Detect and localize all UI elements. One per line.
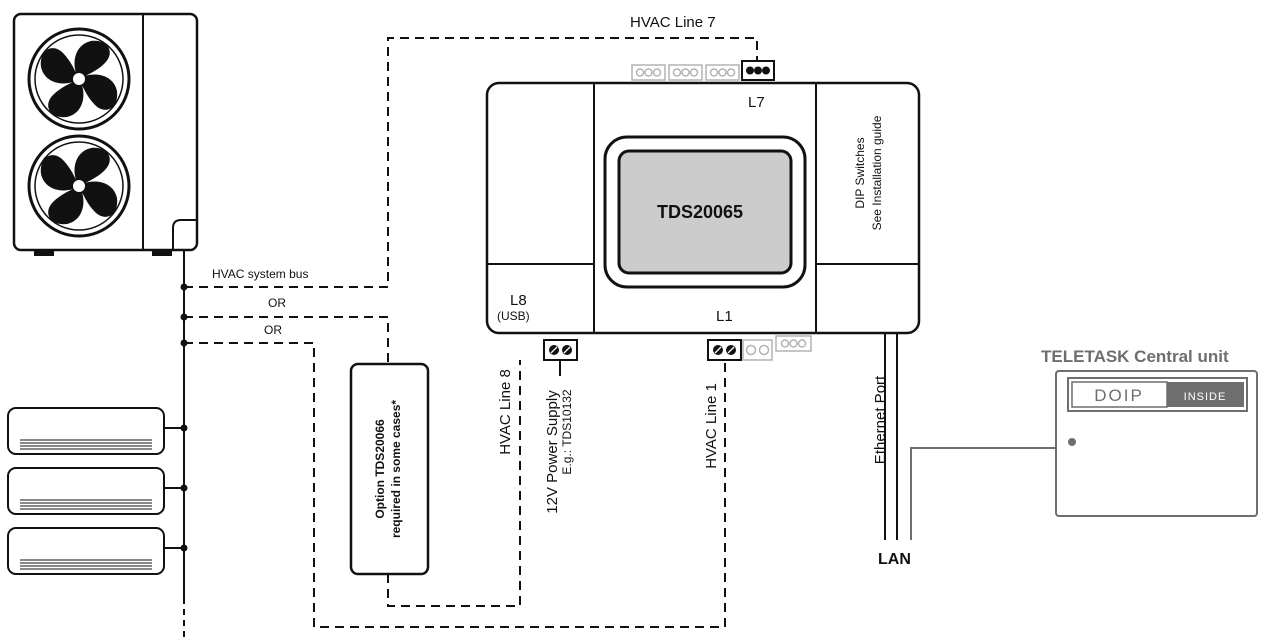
terminal-connector-icon xyxy=(705,64,740,81)
option-title-label: Option TDS20066 xyxy=(373,419,387,519)
terminal-connector-icon xyxy=(741,60,775,81)
power-supply-example-label: E.g.: TDS10132 xyxy=(560,389,574,474)
inside-badge xyxy=(1167,382,1244,407)
system-bus-line xyxy=(164,250,188,637)
terminal-connector-icon xyxy=(775,335,812,352)
lan-label: LAN xyxy=(878,551,911,568)
terminal-connector-icon xyxy=(742,339,773,361)
hvac-system-bus-label: HVAC system bus xyxy=(212,267,308,281)
dip-switches-label: DIP Switches xyxy=(853,137,867,208)
hvac-indoor-unit-icon xyxy=(7,407,165,455)
status-led xyxy=(1068,438,1076,446)
hvac-line-1-label: HVAC Line 1 xyxy=(703,383,720,469)
or-label-1: OR xyxy=(268,296,286,310)
option-note-label: required in some cases* xyxy=(389,400,403,538)
dip-installation-guide-label: See Installation guide xyxy=(870,115,884,230)
hvac-line-7-wire xyxy=(184,37,758,288)
ethernet-port-label: Ethernet Port xyxy=(872,375,889,464)
terminal-connector-icon xyxy=(543,339,578,361)
tds20065-device xyxy=(485,81,921,335)
terminal-connector-icon xyxy=(631,64,666,81)
inside-text: INSIDE xyxy=(1184,391,1227,403)
hvac-indoor-unit-icon xyxy=(7,467,165,515)
terminal-connector-icon xyxy=(668,64,703,81)
or-label-2: OR xyxy=(264,323,282,337)
hvac-indoor-unit-icon xyxy=(7,527,165,575)
terminal-connector-icon xyxy=(707,339,742,361)
option-input-wire xyxy=(184,316,389,364)
hvac-line-8-wire xyxy=(387,360,521,607)
doip-text: DOIP xyxy=(1094,386,1144,405)
central-unit-title: TELETASK Central unit xyxy=(1041,347,1229,366)
hvac-line-8-label: HVAC Line 8 xyxy=(497,369,514,455)
hvac-line-1-wire xyxy=(184,342,726,628)
teletask-central-unit xyxy=(1055,370,1258,517)
port-l8-label: L8 xyxy=(510,292,527,309)
port-l8-usb-label: (USB) xyxy=(497,309,530,323)
option-box xyxy=(349,362,430,576)
power-supply-label: 12V Power Supply xyxy=(544,390,561,514)
hvac-outdoor-unit-icon xyxy=(12,12,199,256)
device-name-label: TDS20065 xyxy=(657,202,743,222)
fan-icon xyxy=(27,27,131,131)
hvac-line-7-label: HVAC Line 7 xyxy=(630,14,716,31)
fan-icon xyxy=(27,134,131,238)
port-l7-label: L7 xyxy=(748,94,765,111)
port-l1-label: L1 xyxy=(716,308,733,325)
